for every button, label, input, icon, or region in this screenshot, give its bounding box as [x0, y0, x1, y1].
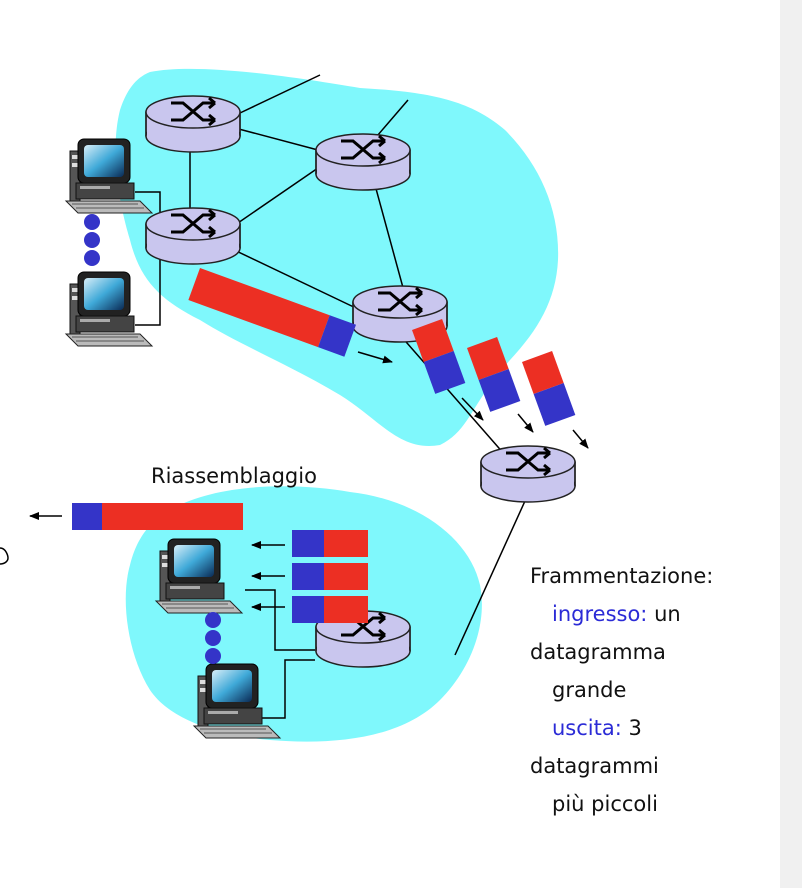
- fragmentation-title: Frammentazione:: [530, 564, 714, 588]
- router-icon: [314, 132, 412, 192]
- router-icon: [144, 94, 242, 154]
- ellipsis-dots-icon: [84, 214, 100, 266]
- output-line-2: datagrammi: [530, 754, 659, 778]
- input-key: ingresso:: [552, 602, 648, 626]
- router-icon: [144, 206, 242, 266]
- router-icon: [479, 444, 577, 504]
- large-datagram: [188, 268, 356, 357]
- computer-icon: [65, 271, 153, 347]
- input-line-3: grande: [552, 678, 627, 702]
- arriving-fragments: [292, 530, 368, 623]
- input-line-2: datagramma: [530, 640, 666, 664]
- output-value: 3: [628, 716, 642, 740]
- fragment-datagram: [522, 351, 576, 426]
- fragment-datagram: [467, 337, 521, 412]
- scrollbar-track[interactable]: [780, 0, 802, 888]
- output-line-3: più piccoli: [552, 792, 658, 816]
- input-value: un: [654, 602, 681, 626]
- output-key: uscita:: [552, 716, 622, 740]
- reassembly-label: Riassemblaggio: [151, 464, 317, 488]
- fragment-datagram: [412, 319, 466, 394]
- reassembled-datagram: [72, 503, 243, 530]
- ellipsis-dots-icon: [205, 612, 221, 664]
- output-line: uscita: 3: [552, 718, 642, 739]
- input-line: ingresso: un: [552, 604, 681, 625]
